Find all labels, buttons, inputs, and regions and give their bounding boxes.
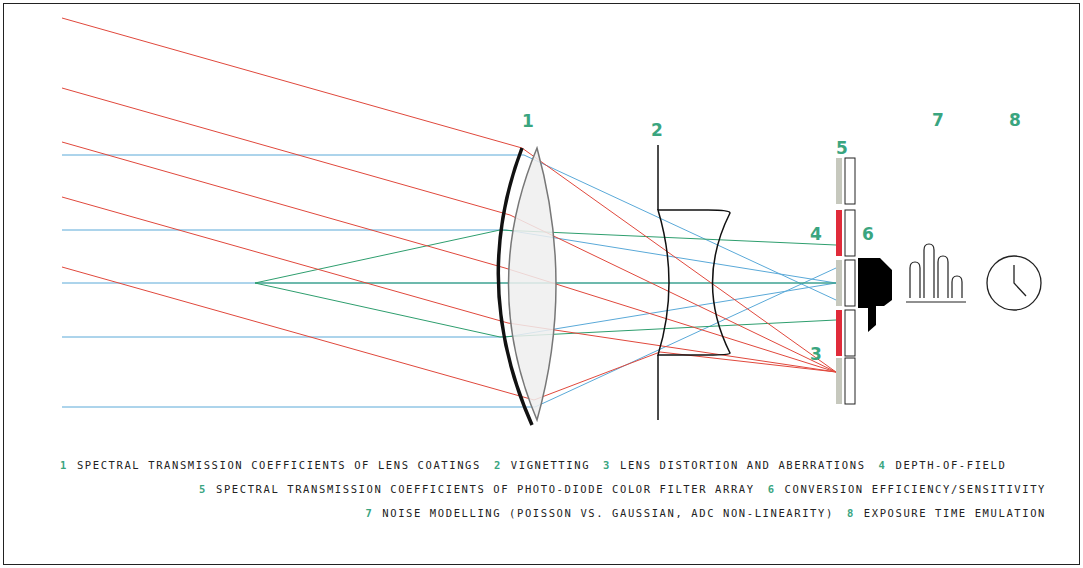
legend-item: 3 LENS DISTORTION AND ABERRATIONS bbox=[603, 458, 866, 472]
legend-item: 2 VIGNETTING bbox=[494, 458, 590, 472]
legend-item: 4 DEPTH-OF-FIELD bbox=[879, 458, 1007, 472]
legend-number: 7 bbox=[365, 506, 373, 520]
conversion-icon bbox=[858, 258, 892, 332]
concave-lens bbox=[658, 145, 730, 420]
legend-item: 1 SPECTRAL TRANSMISSION COEFFICIENTS OF L… bbox=[60, 458, 481, 472]
callout-number: 4 bbox=[810, 226, 822, 243]
legend-text: NOISE MODELLING (POISSON VS. GAUSSIAN, A… bbox=[382, 506, 834, 520]
legend-text: LENS DISTORTION AND ABERRATIONS bbox=[620, 458, 866, 472]
legend-row: 1 SPECTRAL TRANSMISSION COEFFICIENTS OF L… bbox=[60, 458, 1006, 472]
legend-number: 8 bbox=[847, 506, 855, 520]
legend-number: 2 bbox=[494, 458, 502, 472]
legend-text: VIGNETTING bbox=[511, 458, 590, 472]
blue-rays bbox=[62, 155, 836, 407]
clock-icon bbox=[987, 256, 1041, 310]
callout-number: 7 bbox=[932, 112, 944, 129]
legend-row: 7 NOISE MODELLING (POISSON VS. GAUSSIAN, … bbox=[365, 506, 1046, 520]
legend-text: DEPTH-OF-FIELD bbox=[895, 458, 1006, 472]
convex-lens bbox=[509, 148, 557, 420]
legend-item: 8 EXPOSURE TIME EMULATION bbox=[847, 506, 1046, 520]
legend-text: SPECTRAL TRANSMISSION COEFFICIENTS OF LE… bbox=[77, 458, 481, 472]
legend-text: SPECTRAL TRANSMISSION COEFFICIENTS OF PH… bbox=[216, 482, 755, 496]
frame bbox=[4, 4, 1080, 565]
legend-number: 4 bbox=[879, 458, 887, 472]
callout-number: 8 bbox=[1009, 112, 1021, 129]
legend-number: 3 bbox=[603, 458, 611, 472]
callout-number: 6 bbox=[862, 226, 874, 243]
legend-text: CONVERSION EFFICIENCY/SENSITIVITY bbox=[785, 482, 1046, 496]
callout-number: 5 bbox=[836, 140, 848, 157]
legend-row: 5 SPECTRAL TRANSMISSION COEFFICIENTS OF P… bbox=[199, 482, 1046, 496]
legend-number: 5 bbox=[199, 482, 207, 496]
legend-number: 1 bbox=[60, 458, 68, 472]
legend-text: EXPOSURE TIME EMULATION bbox=[864, 506, 1046, 520]
callout-number: 1 bbox=[522, 113, 534, 130]
red-rays bbox=[62, 18, 836, 400]
callout-number: 3 bbox=[810, 346, 822, 363]
histogram-icon bbox=[906, 244, 966, 302]
callout-number: 2 bbox=[651, 122, 663, 139]
legend-item: 5 SPECTRAL TRANSMISSION COEFFICIENTS OF P… bbox=[199, 482, 755, 496]
legend-item: 6 CONVERSION EFFICIENCY/SENSITIVITY bbox=[768, 482, 1046, 496]
legend-item: 7 NOISE MODELLING (POISSON VS. GAUSSIAN, … bbox=[365, 506, 833, 520]
legend-number: 6 bbox=[768, 482, 776, 496]
sensor-array bbox=[836, 158, 855, 404]
